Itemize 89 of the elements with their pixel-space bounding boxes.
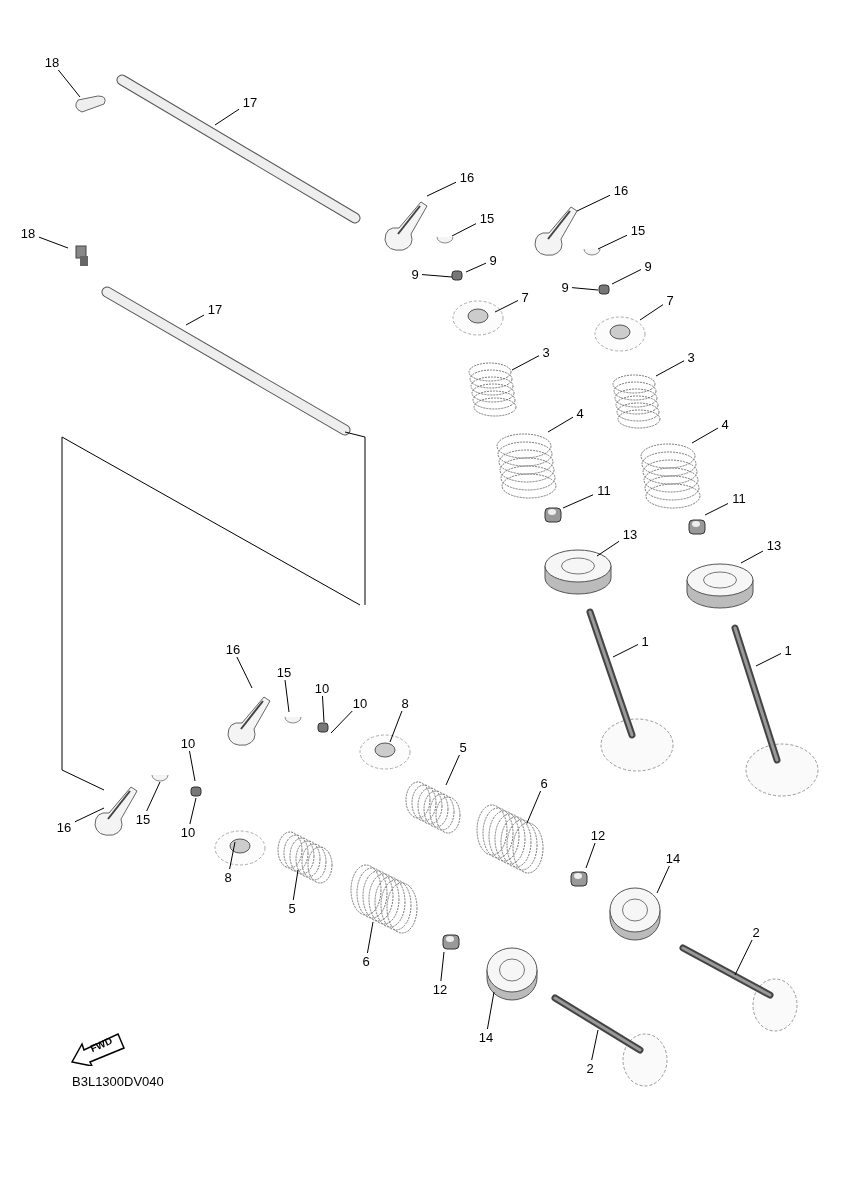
leader-line [591, 1029, 599, 1061]
part-code: B3L1300DV040 [72, 1075, 164, 1088]
callout-number: 17 [242, 95, 258, 109]
leader-line [755, 653, 782, 667]
leader-line [426, 181, 457, 197]
leader-line [465, 262, 487, 273]
leader-line [740, 550, 764, 564]
leader-line [576, 194, 611, 212]
leader-line [526, 790, 542, 824]
callout-number: 13 [766, 538, 782, 552]
callout-number: 15 [135, 812, 151, 826]
leader-line [321, 695, 325, 723]
callout-number: 10 [180, 736, 196, 750]
callout-number: 7 [666, 293, 674, 307]
leader-line [74, 807, 105, 823]
callout-number: 1 [784, 643, 792, 657]
leader-line [421, 274, 453, 278]
leader-line [656, 865, 670, 894]
leader-line [734, 939, 753, 976]
leader-line [611, 269, 642, 285]
leader-line [494, 300, 519, 313]
callout-number: 9 [411, 267, 419, 281]
callout-number: 17 [207, 302, 223, 316]
leader-line [562, 494, 594, 509]
callout-number: 16 [225, 642, 241, 656]
callout-number: 9 [561, 280, 569, 294]
callout-number: 2 [586, 1061, 594, 1075]
callout-number: 4 [576, 406, 584, 420]
leader-line [511, 355, 540, 371]
callout-number: 12 [590, 828, 606, 842]
callout-number: 7 [521, 290, 529, 304]
leader-line [188, 750, 196, 782]
leader-line [585, 842, 596, 869]
callout-number: 10 [180, 825, 196, 839]
callout-number: 6 [540, 776, 548, 790]
leader-line [146, 781, 161, 812]
leader-line [547, 416, 574, 433]
leader-line [189, 797, 197, 825]
leader-line [214, 108, 240, 126]
callout-number: 15 [630, 223, 646, 237]
leader-line [486, 991, 495, 1030]
leader-line [639, 304, 664, 321]
callout-number: 12 [432, 982, 448, 996]
callout-number: 14 [665, 851, 681, 865]
leader-line [571, 287, 599, 291]
callout-number: 5 [288, 901, 296, 915]
callout-number: 3 [687, 350, 695, 364]
leader-line [691, 427, 719, 444]
callout-number: 13 [622, 527, 638, 541]
callout-number: 4 [721, 417, 729, 431]
leader-line [330, 710, 353, 734]
callout-number: 18 [20, 226, 36, 240]
callout-number: 5 [459, 740, 467, 754]
callout-number: 15 [479, 211, 495, 225]
leader-line [445, 754, 460, 786]
leader-line [292, 869, 299, 901]
leader-line [57, 69, 81, 98]
callout-number: 3 [542, 345, 550, 359]
callout-number: 14 [478, 1030, 494, 1044]
leader-line [284, 679, 290, 713]
callout-number: 1 [641, 634, 649, 648]
callout-number: 11 [732, 491, 746, 505]
leader-line [440, 951, 445, 982]
leader-line [597, 234, 628, 250]
leader-line [451, 223, 477, 237]
leader-line [38, 236, 69, 249]
leader-line [389, 710, 403, 743]
callout-number: 11 [597, 483, 611, 497]
leader-line [366, 921, 374, 954]
callout-number: 15 [276, 665, 292, 679]
callout-number: 8 [401, 696, 409, 710]
callout-number: 18 [44, 55, 60, 69]
callout-number: 16 [56, 820, 72, 834]
callout-number: 16 [459, 170, 475, 184]
callout-number: 8 [224, 870, 232, 884]
leader-line [596, 540, 620, 557]
callout-number: 10 [314, 681, 330, 695]
callout-number: 10 [352, 696, 368, 710]
leader-line [655, 360, 685, 377]
leader-line [236, 656, 253, 689]
callout-number: 16 [613, 183, 629, 197]
leader-line [612, 644, 639, 658]
callout-number: 2 [752, 925, 760, 939]
leader-line [229, 841, 236, 870]
leader-line [704, 503, 729, 516]
callout-number: 9 [489, 253, 497, 267]
callout-number: 6 [362, 954, 370, 968]
callout-number: 9 [644, 259, 652, 273]
leader-line [185, 314, 205, 326]
